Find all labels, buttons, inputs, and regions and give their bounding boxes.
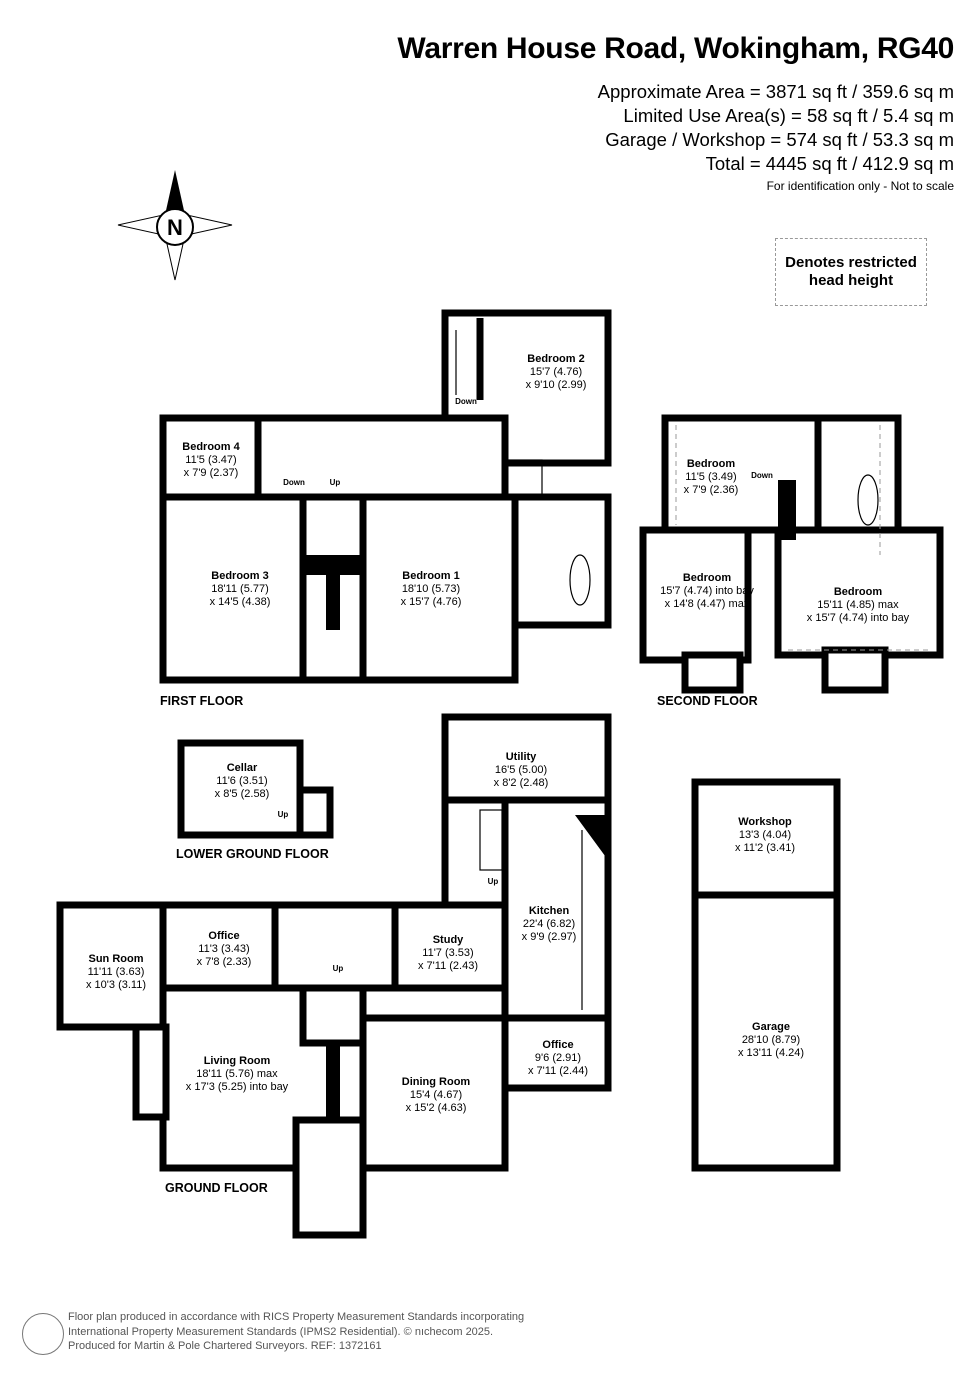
room-name-garage: Garage [752,1021,790,1033]
ground-floor-label: GROUND FLOOR [165,1181,268,1195]
room-dimension: 15'4 (4.67) [410,1089,462,1101]
compass-north-label: N [167,215,183,240]
room-dimension: x 15'7 (4.74) into bay [807,612,910,624]
room-dimension: 15'11 (4.85) max [817,599,899,611]
limited-use-area: Limited Use Area(s) = 58 sq ft / 5.4 sq … [623,105,954,126]
room-dimension: x 17'3 (5.25) into bay [186,1081,289,1093]
room-dimension: x 8'5 (2.58) [215,788,270,800]
room-name-sf_bedroom_c: Bedroom [834,586,883,598]
footer-line: Floor plan produced in accordance with R… [68,1311,525,1323]
room-dimension: 13'3 (4.04) [739,829,791,841]
room-dimension: 22'4 (6.82) [523,918,575,930]
garage-workshop-area: Garage / Workshop = 574 sq ft / 53.3 sq … [605,129,954,150]
room-name-bedroom2: Bedroom 2 [527,353,584,365]
room-dimension: x 14'5 (4.38) [210,596,271,608]
room-dimension: 28'10 (8.79) [742,1034,800,1046]
room-name-bedroom4: Bedroom 4 [182,441,240,453]
room-dimension: 11'3 (3.43) [198,943,249,955]
property-title: Warren House Road, Wokingham, RG40 [397,32,954,65]
room-dimension: x 13'11 (4.24) [738,1047,804,1059]
room-dimension: 9'6 (2.91) [535,1052,581,1064]
stairs-up-label: Up [330,478,341,487]
compass-icon: N [117,170,233,281]
room-dimension: 11'11 (3.63) [88,966,145,978]
stairs-down-label: Down [283,478,305,487]
room-dimension: x 15'2 (4.63) [406,1102,467,1114]
stairs-up-label: Up [488,877,499,886]
room-name-office2: Office [542,1039,573,1051]
room-dimension: 16'5 (5.00) [495,764,547,776]
room-name-workshop: Workshop [738,816,792,828]
room-dimension: x 7'8 (2.33) [197,956,252,968]
stairs-down-label: Down [455,397,477,406]
room-dimension: x 11'2 (3.41) [735,842,795,854]
room-name-sf_bedroom_a: Bedroom [687,458,736,470]
stairs-up-label: Up [278,810,289,819]
footer-line: Produced for Martin & Pole Chartered Sur… [68,1340,382,1352]
room-dimension: x 8'2 (2.48) [494,777,549,789]
room-dimension: 11'5 (3.47) [185,454,236,466]
room-name-kitchen: Kitchen [529,905,570,917]
area-summary: Approximate Area = 3871 sq ft / 359.6 sq… [598,80,954,176]
lower-ground-floor-plan: Up [177,739,334,839]
room-dimension: 18'10 (5.73) [402,583,460,595]
room-dimension: 11'6 (3.51) [216,775,267,787]
lower-ground-floor-label: LOWER GROUND FLOOR [176,847,329,861]
room-dimension: x 15'7 (4.76) [401,596,462,608]
room-dimension: 15'7 (4.76) [530,366,582,378]
room-dimension: x 9'10 (2.99) [526,379,587,391]
approximate-area: Approximate Area = 3871 sq ft / 359.6 sq… [597,81,954,102]
ground-floor-plan: Up Up [56,713,612,1239]
room-dimension: 18'11 (5.77) [211,583,269,595]
second-floor-label: SECOND FLOOR [657,694,758,708]
room-name-office1: Office [208,930,239,942]
room-labels: Bedroom 215'7 (4.76)x 9'10 (2.99) Bedroom… [86,353,910,1114]
first-floor-plan: Down Down Up [159,309,612,684]
room-name-utility: Utility [506,751,537,763]
footer-line: International Property Measurement Stand… [68,1325,494,1338]
scale-note: For identification only - Not to scale [766,179,954,193]
room-name-cellar: Cellar [227,762,258,774]
room-dimension: x 9'9 (2.97) [522,931,577,943]
second-floor-plan: Down [639,414,944,694]
legend-line: Denotes restricted [785,254,917,271]
room-name-living: Living Room [204,1055,271,1067]
garage-workshop-plan [691,778,841,1172]
person-icon [22,1313,64,1355]
room-dimension: x 7'11 (2.44) [528,1065,588,1077]
legend-line: head height [808,272,894,289]
room-dimension: 18'11 (5.76) max [196,1068,278,1080]
room-dimension: x 10'3 (3.11) [86,979,146,991]
room-dimension: x 14'8 (4.47) max [665,598,750,610]
room-dimension: x 7'9 (2.36) [684,484,739,496]
stairs-down-label: Down [751,471,773,480]
total-area: Total = 4445 sq ft / 412.9 sq m [705,153,954,174]
room-name-study: Study [433,934,464,946]
room-dimension: 15'7 (4.74) into bay [660,585,754,597]
room-dimension: x 7'11 (2.43) [418,960,478,972]
footer-disclaimer: Floor plan produced in accordance with R… [68,1310,524,1354]
room-dimension: 11'7 (3.53) [422,947,473,959]
first-floor-label: FIRST FLOOR [160,694,243,708]
room-name-dining: Dining Room [402,1076,471,1088]
room-name-bedroom3: Bedroom 3 [211,570,268,582]
room-dimension: x 7'9 (2.37) [184,467,239,479]
room-name-sf_bedroom_b: Bedroom [683,572,732,584]
room-dimension: 11'5 (3.49) [685,471,736,483]
stairs-up-label: Up [333,964,344,973]
room-name-bedroom1: Bedroom 1 [402,570,459,582]
room-name-sunroom: Sun Room [89,953,144,965]
